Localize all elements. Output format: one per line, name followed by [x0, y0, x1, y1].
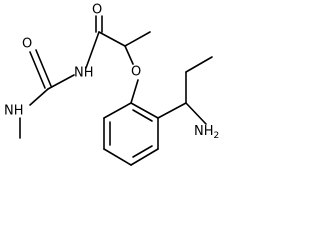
atom-labels: O O O NH NH NH2 [4, 3, 219, 141]
ring-double-2 [132, 145, 153, 158]
bond-ch-nh2 [185, 102, 207, 125]
bond-amide-nh [85, 31, 100, 69]
bond-urea-co-2 [35, 49, 52, 87]
bond-ring-ch [157, 102, 187, 119]
bond-amide-c-alpha [98, 31, 126, 47]
bond-nh-urea-c [47, 74, 75, 90]
ring-double-1 [132, 109, 153, 122]
atom-nh-imide: NH [74, 66, 94, 81]
atom-o-carbonyl-urea: O [22, 37, 32, 52]
ring-bond-1 [130, 102, 159, 119]
atom-nh-methylamino: NH [4, 104, 24, 119]
atom-nh2-subscript: 2 [214, 131, 220, 141]
atom-nh2-main: NH [194, 124, 214, 139]
bond-urea-co-1 [29, 51, 46, 89]
atom-o-carbonyl-amide: O [92, 3, 102, 18]
atom-nh2-amine: NH2 [194, 124, 219, 141]
bond-alpha-ether [124, 45, 134, 65]
ring-bond-3 [130, 148, 159, 166]
atom-o-ether: O [131, 65, 141, 80]
bond-alpha-methyl [124, 31, 151, 47]
bond-urea-nh [29, 88, 49, 106]
bond-ether-ring [130, 79, 139, 104]
bonds [19, 15, 213, 166]
molecule-diagram: O O O NH NH NH2 [4, 3, 219, 166]
ring-bond-6 [103, 102, 132, 119]
structure-svg: O O O NH NH NH2 [4, 3, 219, 166]
bond-ch2-ch3 [185, 56, 213, 73]
ring-bond-4 [103, 148, 132, 166]
